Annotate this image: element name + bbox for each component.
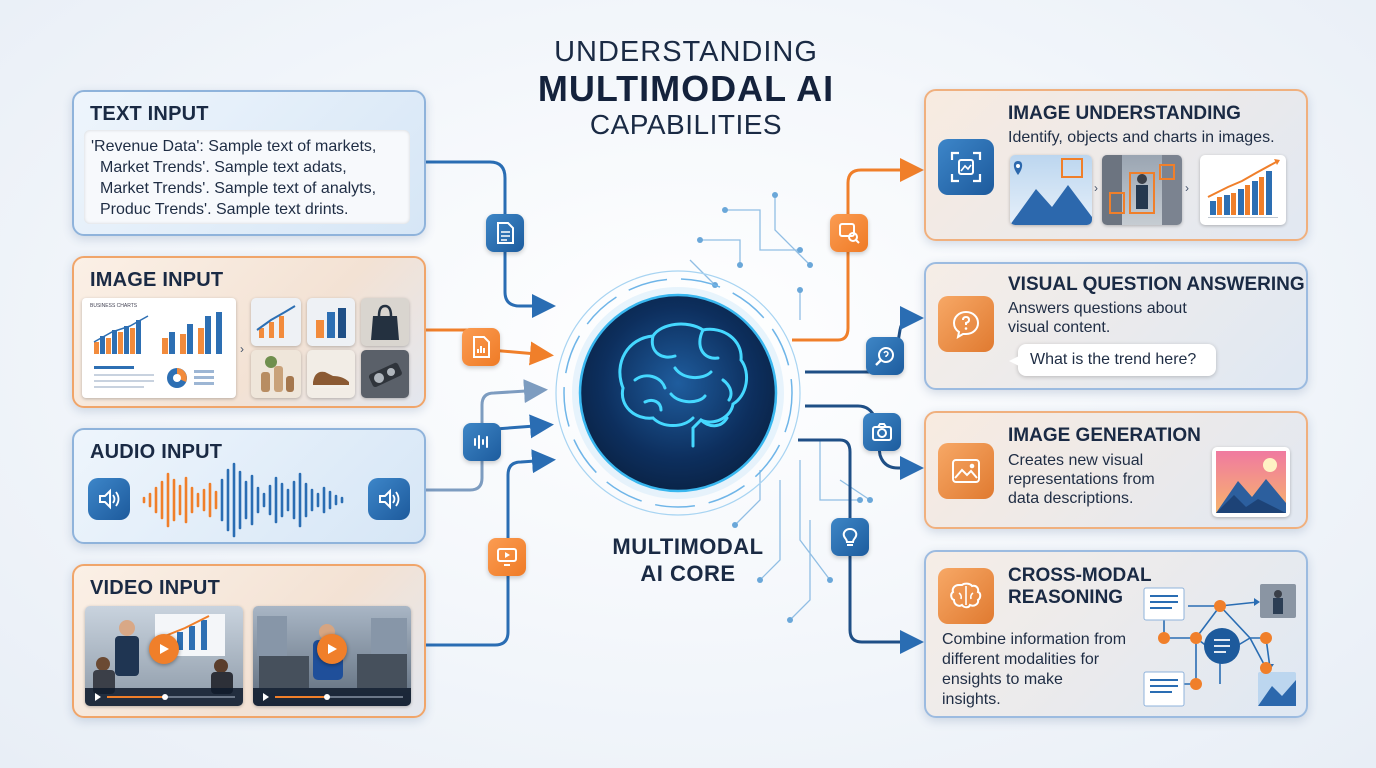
chart-thumbnail (1200, 155, 1286, 225)
business-charts-thumbnail: BUSINESS CHARTS (82, 298, 236, 398)
image-generation-card: IMAGE GENERATION Creates new visual repr… (924, 411, 1308, 529)
brain-icon (618, 322, 749, 448)
chevron-right-icon: › (1094, 181, 1098, 195)
image-input-title: IMAGE INPUT (90, 269, 224, 291)
cross-modal-desc-line-4: insights. (942, 691, 1001, 708)
brain-icon (938, 568, 994, 624)
cross-modal-desc: Combine information from different modal… (942, 630, 1126, 710)
audio-input-card: AUDIO INPUT (72, 428, 426, 544)
generated-landscape-thumbnail (1212, 447, 1290, 517)
camera-icon (863, 413, 901, 451)
text-input-title: TEXT INPUT (90, 103, 209, 125)
machinery-photo-thumbnail (361, 350, 409, 398)
network-hub-icon (1214, 639, 1230, 653)
bar-chart-thumbnail (307, 298, 355, 346)
vqa-desc-line-1: Answers questions about (1008, 300, 1187, 317)
bag-photo-thumbnail (361, 298, 409, 346)
cross-modal-title: CROSS-MODAL REASONING (1008, 565, 1152, 609)
video-input-card: VIDEO INPUT (72, 564, 426, 718)
image-understanding-card: IMAGE UNDERSTANDING Identify, objects an… (924, 89, 1308, 241)
text-line-4: Produc Trends'. Sample text drints. (100, 201, 349, 218)
video-thumbnail-factory[interactable] (253, 606, 411, 706)
vqa-desc-line-2: visual content. (1008, 319, 1111, 336)
street-photo-thumbnail (1102, 155, 1182, 225)
core-label: MULTIMODAL AI CORE (588, 533, 788, 587)
video-play-icon (488, 538, 526, 576)
lightbulb-icon (831, 518, 869, 556)
chevron-right-icon: › (240, 342, 244, 356)
title-line-2: MULTIMODAL AI (537, 68, 835, 109)
core-label-line-2: AI CORE (640, 561, 736, 586)
video-thumbnail-presentation[interactable] (85, 606, 243, 706)
cross-modal-card: CROSS-MODAL REASONING Combine informatio… (924, 550, 1308, 718)
text-line-3: Market Trends'. Sample text of analyts, (100, 180, 377, 197)
question-bubble-text: What is the trend here? (1030, 351, 1197, 368)
vqa-card: VISUAL QUESTION ANSWERING Answers questi… (924, 262, 1308, 390)
cross-modal-desc-line-3: ensights to make (942, 671, 1063, 688)
title-line-1: UNDERSTANDING (554, 36, 818, 68)
image-generation-desc-line-3: data descriptions. (1008, 490, 1134, 507)
landscape-pin-thumbnail (1010, 155, 1092, 225)
shoe-photo-thumbnail (307, 350, 355, 398)
mini-charts-graphic (93, 312, 222, 388)
circuit-lines (689, 195, 871, 621)
audio-waveform (142, 462, 344, 538)
search-icon (866, 337, 904, 375)
text-sample-box: 'Revenue Data': Sample text of markets, … (84, 130, 410, 224)
vqa-desc: Answers questions about visual content. (1008, 299, 1187, 337)
core-label-line-1: MULTIMODAL (612, 534, 764, 559)
ai-core (553, 268, 803, 518)
title-line-3: CAPABILITIES (589, 109, 783, 140)
trend-chart-thumbnail (251, 298, 301, 346)
text-input-card: TEXT INPUT 'Revenue Data': Sample text o… (72, 90, 426, 236)
image-generation-desc: Creates new visual representations from … (1008, 451, 1155, 508)
chevron-right-icon: › (1185, 181, 1189, 195)
cross-modal-network-graphic (1143, 584, 1296, 707)
image-generation-desc-line-1: Creates new visual (1008, 452, 1144, 469)
brain-core-graphic (555, 270, 801, 516)
chart-file-icon (462, 328, 500, 366)
circuit-nodes (697, 192, 873, 623)
document-icon (486, 214, 524, 252)
play-button[interactable] (149, 634, 179, 664)
chart-caption: BUSINESS CHARTS (90, 303, 138, 309)
cross-modal-title-line-2: REASONING (1008, 587, 1124, 608)
video-input-title: VIDEO INPUT (90, 577, 220, 599)
image-generation-title: IMAGE GENERATION (1008, 425, 1201, 446)
play-button[interactable] (317, 634, 347, 664)
audio-wave-icon (463, 423, 501, 461)
vases-photo-thumbnail (251, 350, 301, 398)
chat-search-icon (830, 214, 868, 252)
image-input-card: IMAGE INPUT BUSINESS CHARTS › (72, 256, 426, 408)
speaker-icon (368, 478, 410, 520)
question-bubble-icon (938, 296, 994, 352)
question-speech-bubble: What is the trend here? (1009, 344, 1216, 376)
scan-image-icon (938, 139, 994, 195)
speaker-icon (88, 478, 130, 520)
cross-modal-desc-line-2: different modalities for (942, 651, 1100, 668)
image-understanding-desc: Identify, objects and charts in images. (1008, 129, 1275, 146)
page-title: UNDERSTANDING MULTIMODAL AI CAPABILITIES (486, 36, 886, 141)
text-line-1: 'Revenue Data': Sample text of markets, (91, 138, 377, 155)
audio-input-title: AUDIO INPUT (90, 441, 223, 463)
text-line-2: Market Trends'. Sample text adats, (100, 159, 347, 176)
image-generation-desc-line-2: representations from (1008, 471, 1155, 488)
image-icon (938, 443, 994, 499)
cross-modal-title-line-1: CROSS-MODAL (1008, 565, 1152, 586)
cross-modal-desc-line-1: Combine information from (942, 631, 1127, 648)
vqa-title: VISUAL QUESTION ANSWERING (1008, 274, 1305, 295)
image-understanding-title: IMAGE UNDERSTANDING (1008, 103, 1241, 124)
